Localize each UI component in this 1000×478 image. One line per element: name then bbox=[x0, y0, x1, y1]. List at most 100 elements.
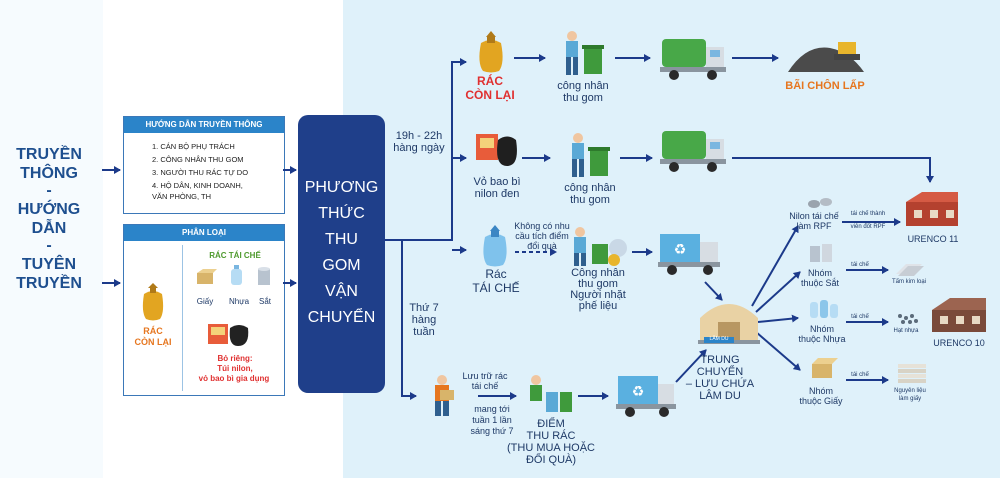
classify-remaining-line2: CÒN LẠI bbox=[134, 337, 172, 347]
guide-panel: HƯỚNG DẪN TRUYỀN THÔNG 1. CÁN BỘ PHỤ TRÁ… bbox=[123, 116, 285, 214]
classify-divider bbox=[182, 245, 183, 391]
worker-green-bin-icon bbox=[566, 31, 604, 75]
recycle-truck-blue-icon-2: ♻ bbox=[616, 376, 676, 417]
guide-item-3: 3. NGƯỜI THU RÁC TỰ DO bbox=[152, 168, 249, 177]
garbage-truck-green-icon-2 bbox=[660, 131, 726, 172]
out-iron-line1: Nhóm bbox=[807, 268, 832, 278]
out-metal-sheet: Tấm kim loại bbox=[891, 279, 926, 285]
guide-item-4: 4. HỘ DÂN, KINH DOANH, bbox=[152, 181, 243, 190]
row4-store-line1: Lưu trữ rác bbox=[462, 371, 508, 381]
schedule-weekly-line2: hàng bbox=[411, 314, 437, 326]
classify-separate-line2: Túi nilon, bbox=[217, 364, 253, 373]
row2-worker-line1: công nhân bbox=[564, 182, 616, 194]
row4-bring-line3: sáng thứ 7 bbox=[470, 426, 514, 436]
row3-waste-line2: TÁI CHẾ bbox=[472, 281, 520, 295]
row4-point-line2: THU RÁC bbox=[526, 430, 576, 442]
left-title-line2: THÔNG bbox=[20, 165, 78, 182]
left-title-line1: TRUYỀN bbox=[16, 146, 82, 163]
urenco10-factory-icon bbox=[932, 298, 986, 332]
hub-line4: LÂM DU bbox=[699, 390, 741, 402]
left-title-line8: TRUYỀN bbox=[16, 275, 82, 292]
classify-separate-line3: vỏ bao bì gia dụng bbox=[198, 374, 270, 383]
classify-paper-label: Giấy bbox=[196, 297, 214, 306]
hub-sign: LÂM DU bbox=[704, 336, 734, 343]
metal-sheet-icon bbox=[896, 264, 924, 276]
row1-worker-line2: thu gom bbox=[563, 92, 603, 104]
out-recycle-2: tái chế bbox=[851, 314, 869, 320]
row3-note-line3: đổi quà bbox=[527, 241, 557, 251]
left-background bbox=[0, 0, 103, 478]
out-nilon-line2: làm RPF bbox=[796, 221, 832, 231]
out-urenco11: URENCO 11 bbox=[907, 234, 959, 244]
arrow-hub-paper bbox=[755, 331, 801, 371]
paper-boxes-icon bbox=[812, 358, 838, 378]
garbage-bag-icon bbox=[142, 283, 164, 321]
svg-text:♻: ♻ bbox=[674, 242, 687, 258]
row2-waste-line2: nilon đen bbox=[474, 188, 520, 200]
garbage-truck-green-icon bbox=[660, 39, 726, 80]
out-pellets: Hạt nhựa bbox=[893, 328, 919, 334]
out-rpf-line1: tái chế thành bbox=[850, 211, 886, 217]
classify-recycle-title: RÁC TÁI CHẾ bbox=[209, 251, 261, 260]
guide-item-5: VĂN PHÒNG, TH bbox=[152, 192, 212, 201]
worker-green-bin-icon-2 bbox=[572, 133, 610, 177]
guide-panel-title: HƯỚNG DẪN TRUYỀN THÔNG bbox=[124, 117, 284, 133]
branch-row4 bbox=[401, 240, 417, 400]
plastic-bottle-icon bbox=[231, 265, 242, 285]
classify-iron-label: Sắt bbox=[258, 297, 271, 306]
row2-waste-line1: Vỏ bao bì bbox=[473, 176, 521, 188]
row1-waste-line2: CÒN LẠI bbox=[465, 88, 515, 102]
arrow-hub-plastic bbox=[757, 314, 799, 323]
row3-note-line1: Không có nhu bbox=[514, 221, 570, 231]
out-nilon-line1: Nilon tái chế bbox=[789, 211, 839, 221]
plastic-bottles-icon bbox=[810, 300, 838, 318]
row4-point-line4: ĐỔI QUÀ) bbox=[525, 454, 577, 466]
iron-can-icon bbox=[258, 267, 270, 285]
hub-line2: CHUYỂN bbox=[696, 366, 744, 378]
plastic-pellets-icon bbox=[898, 314, 918, 324]
recycle-truck-blue-icon: ♻ bbox=[658, 234, 720, 275]
row4-bring-line1: mang tới bbox=[474, 404, 510, 414]
row2-worker-line2: thu gom bbox=[570, 194, 610, 206]
left-title-line4: HƯỚNG bbox=[17, 201, 81, 218]
classify-remaining-line1: RÁC bbox=[143, 326, 163, 336]
hub-line1: TRUNG bbox=[700, 354, 740, 366]
nylon-black-bag-icon bbox=[476, 134, 517, 166]
center-line1: PHƯƠNG bbox=[304, 179, 379, 196]
person-holding-box-icon bbox=[435, 375, 454, 416]
schedule-weekly-line1: Thứ 7 bbox=[409, 302, 439, 314]
nylon-bag-icon bbox=[208, 324, 249, 346]
row3-worker-line3: Người nhặt bbox=[570, 289, 626, 301]
row3-worker-line4: phế liệu bbox=[578, 300, 618, 312]
center-line5: VẬN bbox=[325, 283, 358, 300]
iron-cans-icon bbox=[810, 244, 832, 262]
classify-plastic-label: Nhựa bbox=[228, 297, 250, 306]
paper-box-icon bbox=[197, 269, 217, 284]
out-paper-line1: Nhóm bbox=[808, 386, 833, 396]
out-plastic-line2: thuộc Nhựa bbox=[798, 334, 846, 344]
arrow-hub-nilon bbox=[751, 225, 799, 307]
garbage-bag-yellow-icon bbox=[479, 31, 503, 73]
center-line6: CHUYỂN bbox=[307, 309, 376, 326]
left-title-line3: - bbox=[46, 182, 52, 199]
row4-bring-line2: tuần 1 lần bbox=[472, 415, 512, 425]
row1-worker-line1: công nhân bbox=[557, 80, 609, 92]
arrow-hub-iron bbox=[755, 271, 801, 313]
row3-note-line2: cầu tích điểm bbox=[515, 231, 569, 241]
rpf-pellets-icon bbox=[808, 198, 832, 208]
out-raw-paper-line2: làm giấy bbox=[898, 396, 922, 402]
worker-scrap-collector-icon bbox=[574, 227, 627, 266]
row1-waste-line1: RÁC bbox=[477, 74, 503, 88]
guide-item-2: 2. CÔNG NHÂN THU GOM bbox=[152, 155, 244, 164]
out-iron-line2: thuộc Sắt bbox=[800, 278, 840, 288]
out-raw-paper-line1: Nguyên liệu bbox=[894, 388, 926, 394]
svg-text:♻: ♻ bbox=[632, 384, 645, 400]
guide-item-1: 1. CÁN BỘ PHỤ TRÁCH bbox=[152, 142, 235, 151]
schedule-daily-line1: 19h - 22h bbox=[395, 130, 443, 142]
hub-line3: – LƯU CHỨA bbox=[685, 378, 755, 390]
urenco11-factory-icon bbox=[906, 192, 958, 226]
left-title-line7: TUYÊN bbox=[21, 256, 77, 273]
left-title-line6: - bbox=[46, 237, 52, 254]
recycle-bag-blue-icon bbox=[483, 225, 507, 267]
